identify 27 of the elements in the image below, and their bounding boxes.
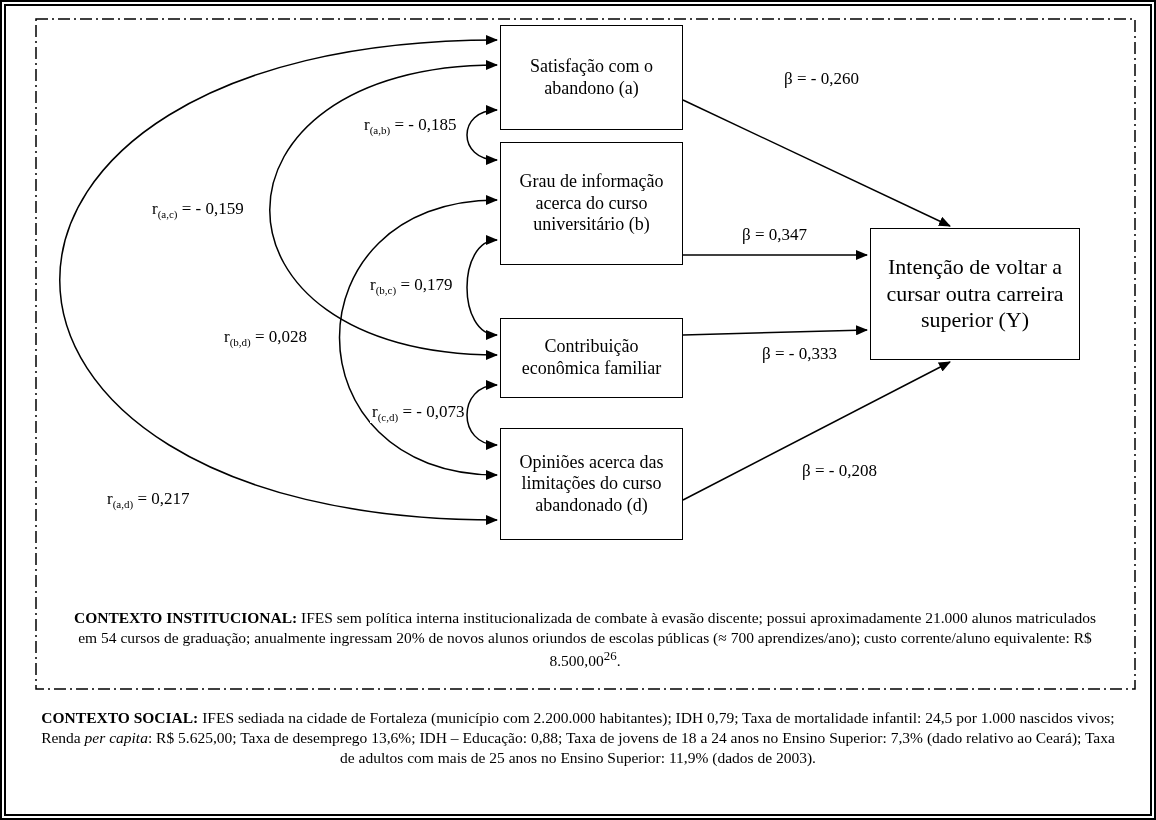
correlation-arrow xyxy=(338,196,498,479)
edge-label: β = - 0,208 xyxy=(800,462,879,481)
context-text: CONTEXTO SOCIAL: IFES sediada na cidade de Fortaleza (município com 2.200.000 habitantes); IDH 0,79; Taxa de mortalidade infantil: 24,5 por 1.000 nascidos vivos; Renda per capita: R$ 5.625,00; Taxa de desemprego 13,6%; IDH – Educação: 0,88; Taxa de jovens de 18 a 24 anos no Ensino Superior: 7,3% (dado relativo ao Ceará); Taxa de adultos com mais de 25 anos no Ensino Superior: 11,9% (dados de 2003). xyxy=(40,708,1116,769)
context-text: CONTEXTO INSTITUCIONAL: IFES sem política interna institucionalizada de combate à evasão discente; possui aproximadamente 21.000 alunos matriculados em 54 cursos de graduação; anualmente ingressam 20% de novos alunos oriundos de escolas públicas (≈ 700 aprendizes/ano); custo corrente/aluno equivalente: R$ 8.500,00$^{26}$. xyxy=(72,608,1098,672)
variable-box: Opiniões acerca das limitações do curso abandonado (d) xyxy=(500,428,683,540)
variable-box: Contribuição econômica familiar xyxy=(500,318,683,398)
arrow xyxy=(682,99,951,227)
edge-label: r$_{(a,b)}$ = - 0,185 xyxy=(362,116,459,137)
variable-box: Satisfação com o abandono (a) xyxy=(500,25,683,130)
correlation-arrow xyxy=(466,381,498,449)
arrow xyxy=(682,361,951,501)
correlation-arrow xyxy=(59,35,498,525)
edge-label: r$_{(c,d)}$ = - 0,073 xyxy=(370,403,467,424)
edge-label: β = 0,347 xyxy=(740,226,809,245)
edge-label: r$_{(a,d)}$ = 0,217 xyxy=(105,490,192,511)
edge-label: r$_{(b,c)}$ = 0,179 xyxy=(368,276,455,297)
edge-label: r$_{(b,d)}$ = 0,028 xyxy=(222,328,310,349)
correlation-arrow xyxy=(466,106,498,164)
edge-label: r$_{(a,c)}$ = - 0,159 xyxy=(150,200,246,221)
arrow xyxy=(682,250,868,260)
variable-box: Grau de informação acerca do curso universitário (b) xyxy=(500,142,683,265)
correlation-arrow xyxy=(466,237,498,338)
variable-box: Intenção de voltar a cursar outra carreira superior (Y) xyxy=(870,228,1080,360)
edge-label: β = - 0,260 xyxy=(782,70,861,89)
arrow xyxy=(682,325,868,336)
correlation-arrow xyxy=(269,60,498,360)
edge-label: β = - 0,333 xyxy=(760,345,839,364)
